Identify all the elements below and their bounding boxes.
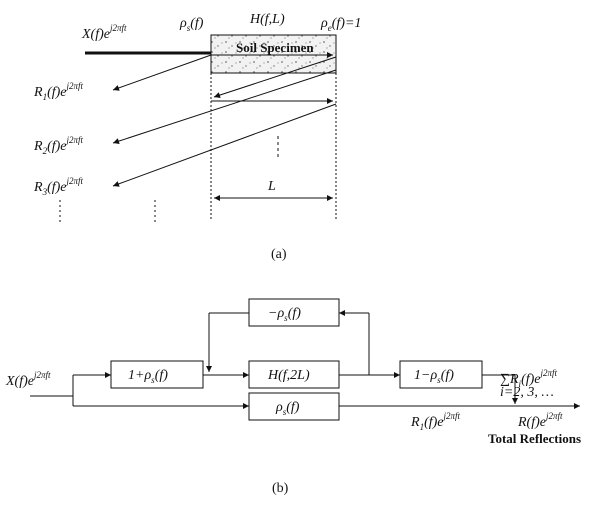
input-signal-label: X(f)ej2πft (5, 370, 51, 389)
rho-box (248, 392, 340, 421)
transfer-h-fl-label: H(f,L) (249, 12, 285, 27)
reflection-r1-label: R1(f)ej2πft (33, 81, 84, 102)
sum-reflections-label: ∑Ri(f)ej2πft (500, 368, 558, 389)
rho-e-label: ρe(f)=1 (320, 16, 361, 33)
one-minus-rho-box (399, 360, 483, 389)
total-reflections-label: Total Reflections (488, 431, 581, 446)
panel-a: Soil Specimen X(f)ej2πft ρs(f) H(f,L) ρe… (33, 12, 361, 262)
total-signal-label: R(f)ej2πft (517, 411, 563, 430)
reflection-r2-label: R2(f)ej2πft (33, 135, 84, 156)
index-label: i=2, 3, … (500, 385, 554, 400)
one-minus-rho-label: 1−ρs(f) (414, 368, 454, 385)
one-plus-rho-label: 1+ρs(f) (128, 368, 168, 385)
soil-specimen-box (210, 34, 337, 74)
incident-signal-label: X(f)ej2πft (81, 23, 127, 42)
reflection-r1-arrow (112, 54, 212, 91)
panel-b: −ρs(f) 1+ρs(f) H(f,2L) 1−ρs(f) ρs(f) X(f… (5, 298, 581, 496)
first-reflection-label: R1(f)ej2πft (410, 411, 461, 432)
soil-specimen-label: Soil Specimen (236, 40, 314, 55)
reflection-r3-arrow (112, 103, 337, 187)
length-label: L (267, 179, 276, 194)
rho-s-label: ρs(f) (179, 16, 204, 33)
back-wave-1-arrow (213, 56, 337, 98)
rho-label: ρs(f) (275, 400, 300, 417)
h-2l-label: H(f,2L) (267, 368, 310, 383)
panel-a-caption: (a) (271, 247, 287, 262)
panel-b-caption: (b) (272, 481, 289, 496)
reflection-r2-arrow (112, 69, 337, 144)
neg-rho-label: −ρs(f) (268, 306, 301, 323)
reflection-r3-label: R3(f)ej2πft (33, 176, 84, 197)
